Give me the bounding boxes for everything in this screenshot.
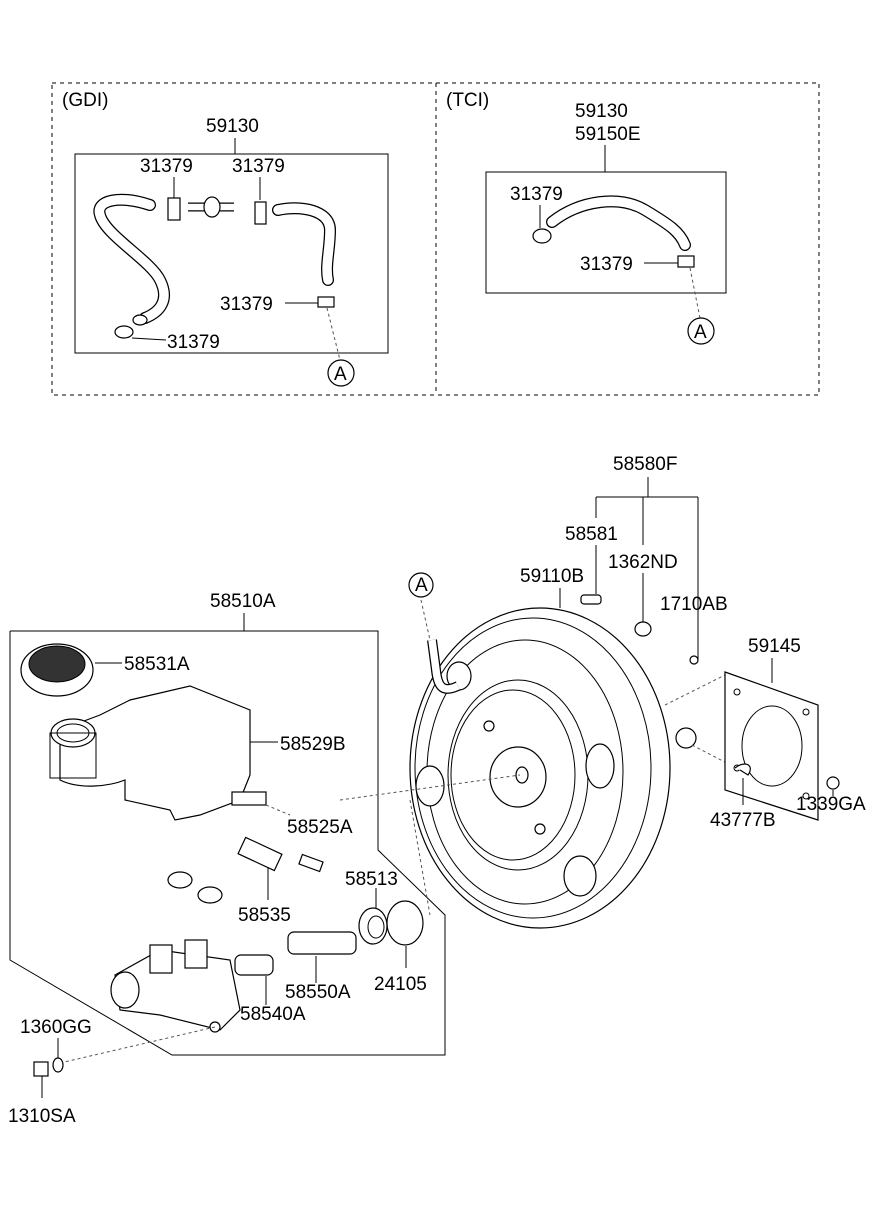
master-cylinder-group: 58510A 58531A 58529B 58525A 58535	[8, 591, 521, 1127]
label-gdi-hose: 59130	[206, 116, 259, 137]
label-43777B: 43777B	[710, 810, 776, 831]
reservoir-body	[59, 685, 251, 821]
master-cylinder-frame	[9, 630, 446, 1056]
label-tci-clamp-2: 31379	[580, 254, 633, 275]
gdi-clamp-icon	[317, 296, 335, 308]
seal-58513	[358, 907, 388, 945]
label-58525A: 58525A	[287, 817, 353, 838]
label-58550A: 58550A	[285, 982, 351, 1003]
pin-58535-icon	[237, 836, 283, 872]
label-58535: 58535	[238, 905, 291, 926]
label-1710AB: 1710AB	[660, 594, 728, 615]
nut-1310SA	[33, 1061, 49, 1077]
washer-1360GG	[52, 1057, 64, 1073]
label-59145: 59145	[748, 636, 801, 657]
label-58513: 58513	[345, 869, 398, 890]
label-59110B: 59110B	[520, 566, 584, 587]
vacuum-hose-inset	[51, 82, 820, 396]
label-gdi-clamp-3: 31379	[220, 294, 273, 315]
callout-a-booster	[408, 572, 434, 598]
tci-clamp-icon	[532, 228, 552, 244]
label-1310SA: 1310SA	[8, 1106, 76, 1127]
gdi-clamp-icon	[167, 197, 181, 221]
clevis-icon	[675, 727, 697, 749]
tci-clamp-icon	[677, 255, 695, 268]
tci-hose-box	[485, 171, 727, 294]
label-58510A: 58510A	[210, 591, 276, 612]
gdi-panel: (GDI) 59130 31379 31379 31379 31379 A	[62, 90, 389, 387]
callout-a-tci	[687, 317, 715, 345]
label-1339GA: 1339GA	[796, 794, 866, 815]
grommet-icon	[197, 886, 223, 904]
label-gdi-clamp-4: 31379	[167, 332, 220, 353]
callout-a-gdi-label: A	[334, 364, 347, 385]
callout-a-booster-label: A	[415, 575, 428, 596]
gdi-left-hose	[93, 193, 170, 324]
nut-icon	[826, 776, 840, 790]
gdi-heading: (GDI)	[62, 90, 108, 111]
small-ring-icon	[689, 655, 699, 665]
gasket-59145	[724, 671, 819, 821]
gdi-clamp-icon	[114, 325, 134, 339]
label-tci-clamp-1: 31379	[510, 184, 563, 205]
label-58529B: 58529B	[280, 734, 346, 755]
label-1360GG: 1360GG	[20, 1017, 92, 1038]
tci-panel: (TCI) 59130 59150E 31379 31379 A	[446, 90, 727, 345]
label-58581: 58581	[565, 524, 618, 545]
pin-icon	[580, 594, 602, 605]
tci-heading: (TCI)	[446, 90, 489, 111]
level-sensor-icon	[231, 791, 267, 806]
label-24105: 24105	[374, 974, 427, 995]
grommet-icon	[167, 871, 193, 889]
inset-frame	[51, 82, 820, 396]
clip-icon	[734, 763, 751, 776]
piston-58550A	[287, 931, 357, 955]
label-58531A: 58531A	[124, 654, 190, 675]
piston-58540A	[234, 954, 274, 976]
o-ring-icon	[634, 621, 652, 637]
gdi-hose-box	[74, 153, 389, 354]
callout-a-tci-label: A	[694, 322, 707, 343]
gasket-24105	[386, 900, 424, 946]
label-gdi-clamp-2: 31379	[232, 156, 285, 177]
brake-booster-group: 58580F 58581 1362ND 59110B 1710AB A	[408, 454, 866, 929]
gdi-clamp-icon	[254, 201, 267, 225]
label-58540A: 58540A	[240, 1004, 306, 1025]
label-tci-hose-2: 59150E	[575, 124, 641, 145]
callout-a-gdi	[327, 359, 355, 387]
label-kit: 58580F	[613, 454, 677, 475]
label-1362ND: 1362ND	[608, 552, 678, 573]
check-valve-icon	[203, 196, 221, 218]
label-gdi-clamp-1: 31379	[140, 156, 193, 177]
label-tci-hose-1: 59130	[575, 101, 628, 122]
